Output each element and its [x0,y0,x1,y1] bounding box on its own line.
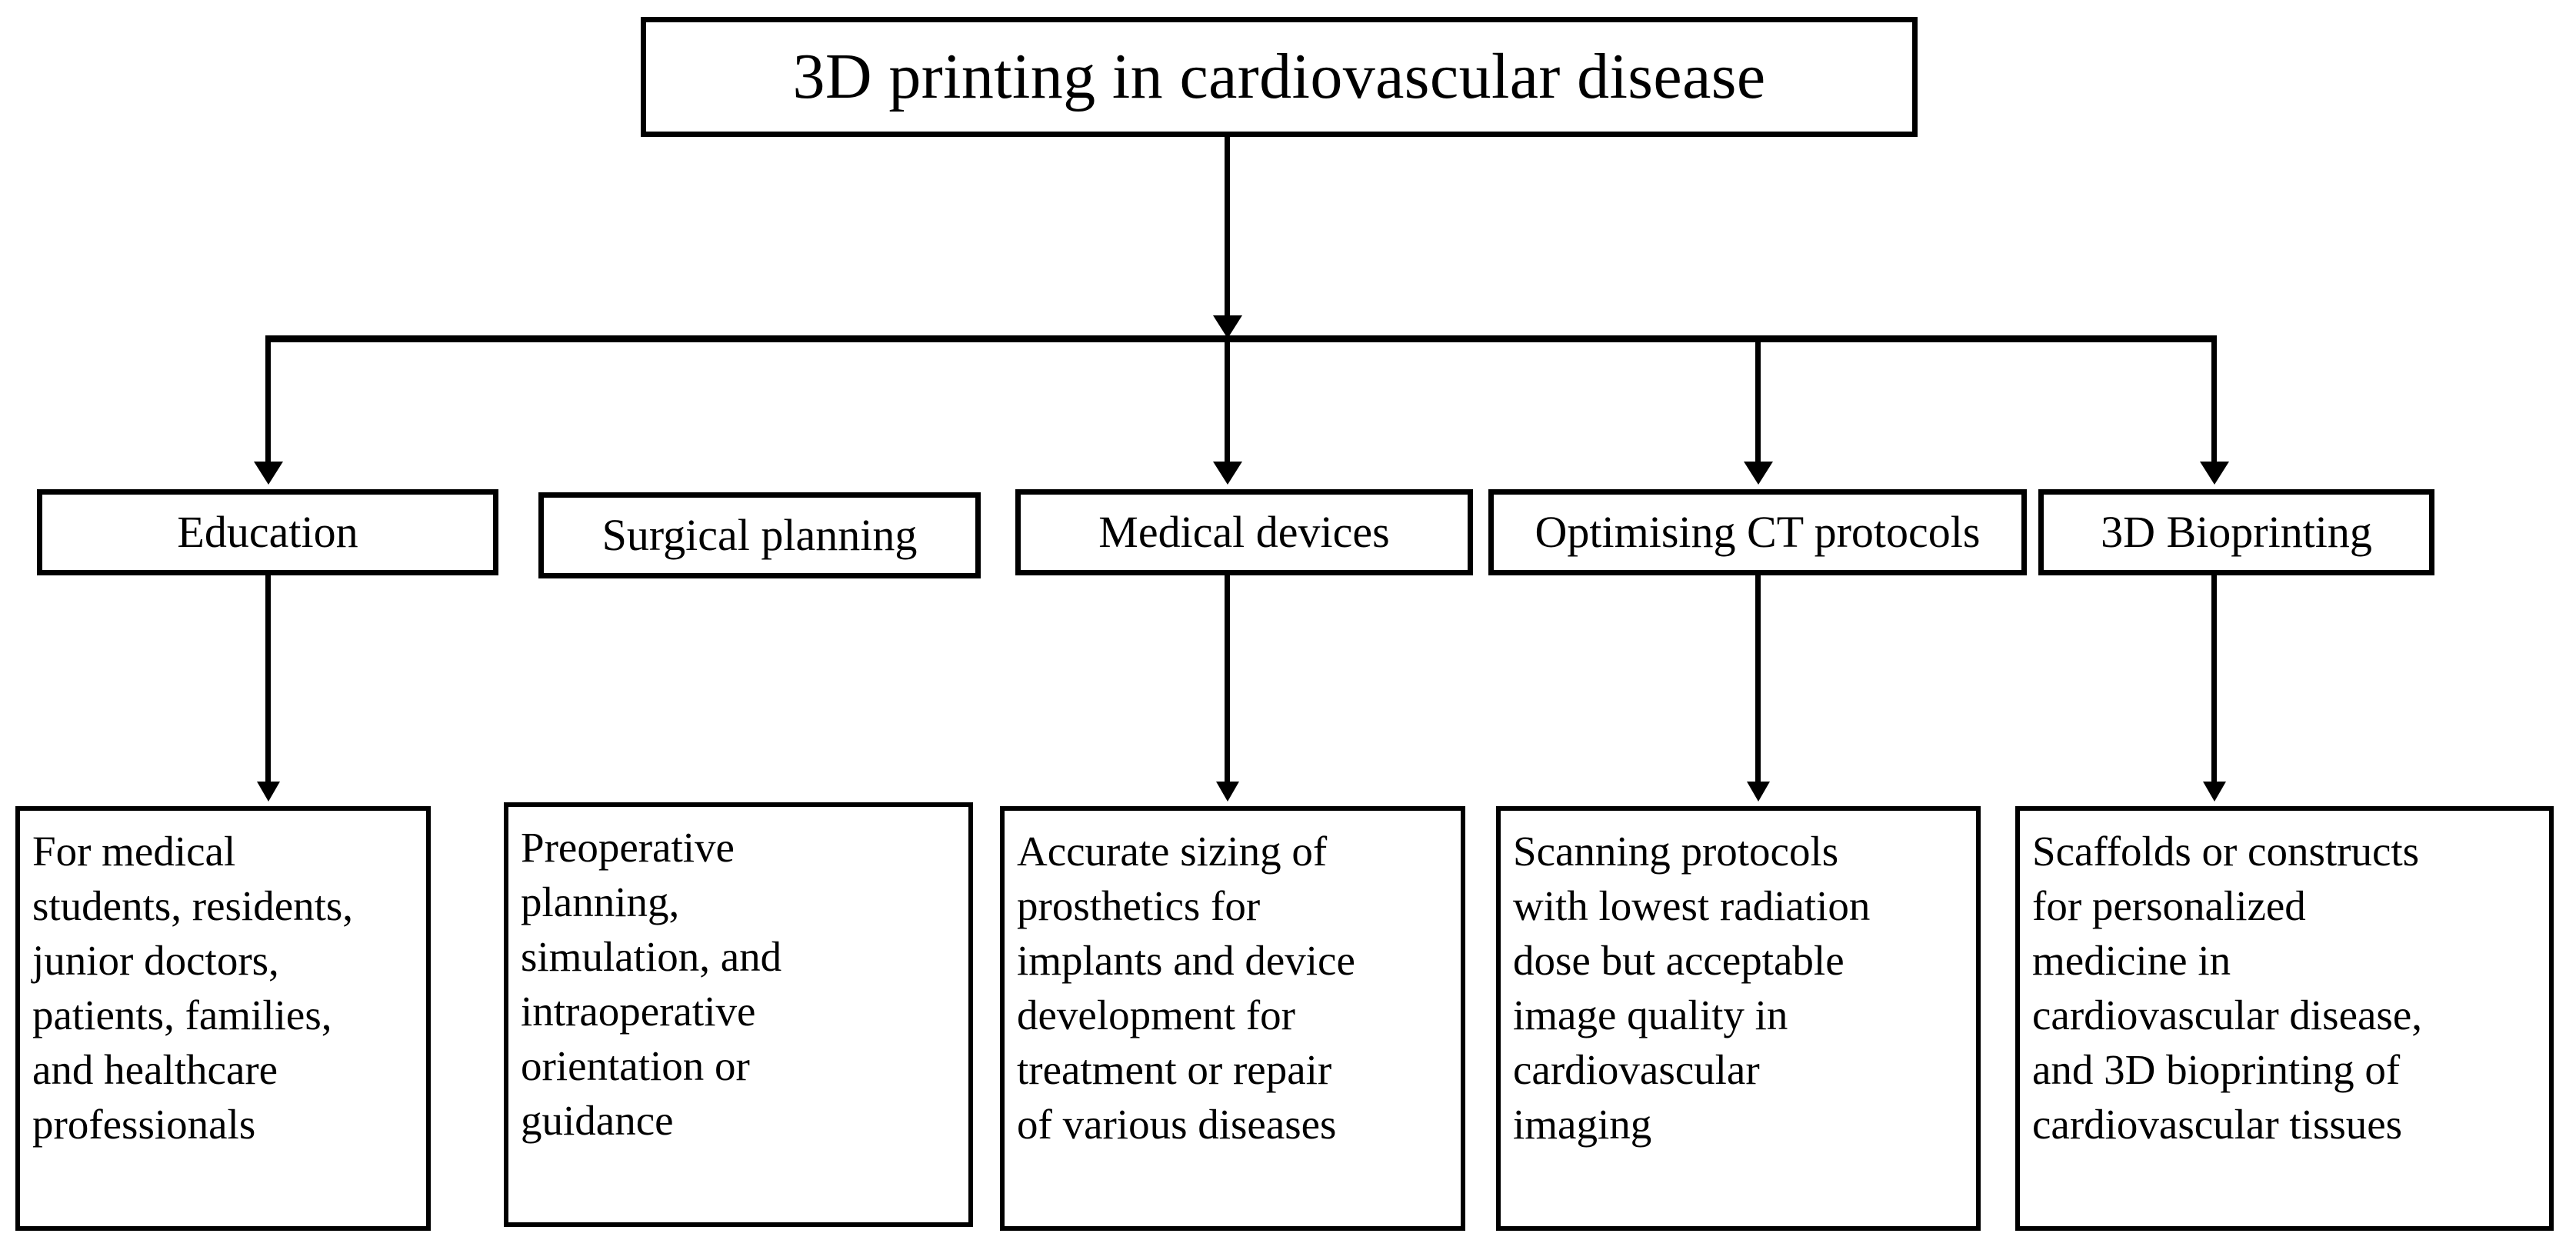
bus-drop-bioprinting-arrowhead [2200,462,2229,485]
bus-drop-medical-devices-arrowhead [1213,462,1242,485]
bus-drop-ct-protocols-arrowhead [1744,462,1773,485]
distribution-bus-line [265,335,2217,342]
category-node-surgical-planning-label: Surgical planning [602,510,918,560]
connector-bioprinting-to-detail-arrowhead [2203,782,2226,802]
bus-drop-medical-devices [1225,335,1230,468]
connector-education-to-detail [265,575,271,787]
connector-ct-protocols-to-detail [1755,575,1761,787]
category-node-3d-bioprinting[interactable]: 3D Bioprinting [2038,489,2434,575]
connector-ct-protocols-to-detail-arrowhead [1747,782,1770,802]
category-node-ct-protocols[interactable]: Optimising CT protocols [1488,489,2027,575]
category-node-education[interactable]: Education [37,489,498,575]
bus-drop-education [265,335,271,468]
connector-medical-devices-to-detail-arrowhead [1216,782,1239,802]
category-node-3d-bioprinting-label: 3D Bioprinting [2101,507,2372,557]
connector-education-to-detail-arrowhead [257,782,280,802]
bus-drop-education-arrowhead [254,462,283,485]
category-node-medical-devices-label: Medical devices [1098,507,1390,557]
bus-drop-ct-protocols [1755,335,1761,468]
root-trunk-line [1225,137,1230,329]
category-node-education-label: Education [177,507,358,557]
category-node-surgical-planning[interactable]: Surgical planning [538,492,981,578]
connector-bioprinting-to-detail [2211,575,2217,787]
bus-drop-bioprinting [2211,335,2217,468]
category-node-ct-protocols-label: Optimising CT protocols [1535,507,1981,557]
connector-medical-devices-to-detail [1225,575,1230,787]
root-node-label: 3D printing in cardiovascular disease [792,41,1766,112]
category-node-medical-devices[interactable]: Medical devices [1015,489,1473,575]
root-node-3d-printing[interactable]: 3D printing in cardiovascular disease [641,17,1918,137]
root-trunk-arrowhead [1213,315,1242,338]
